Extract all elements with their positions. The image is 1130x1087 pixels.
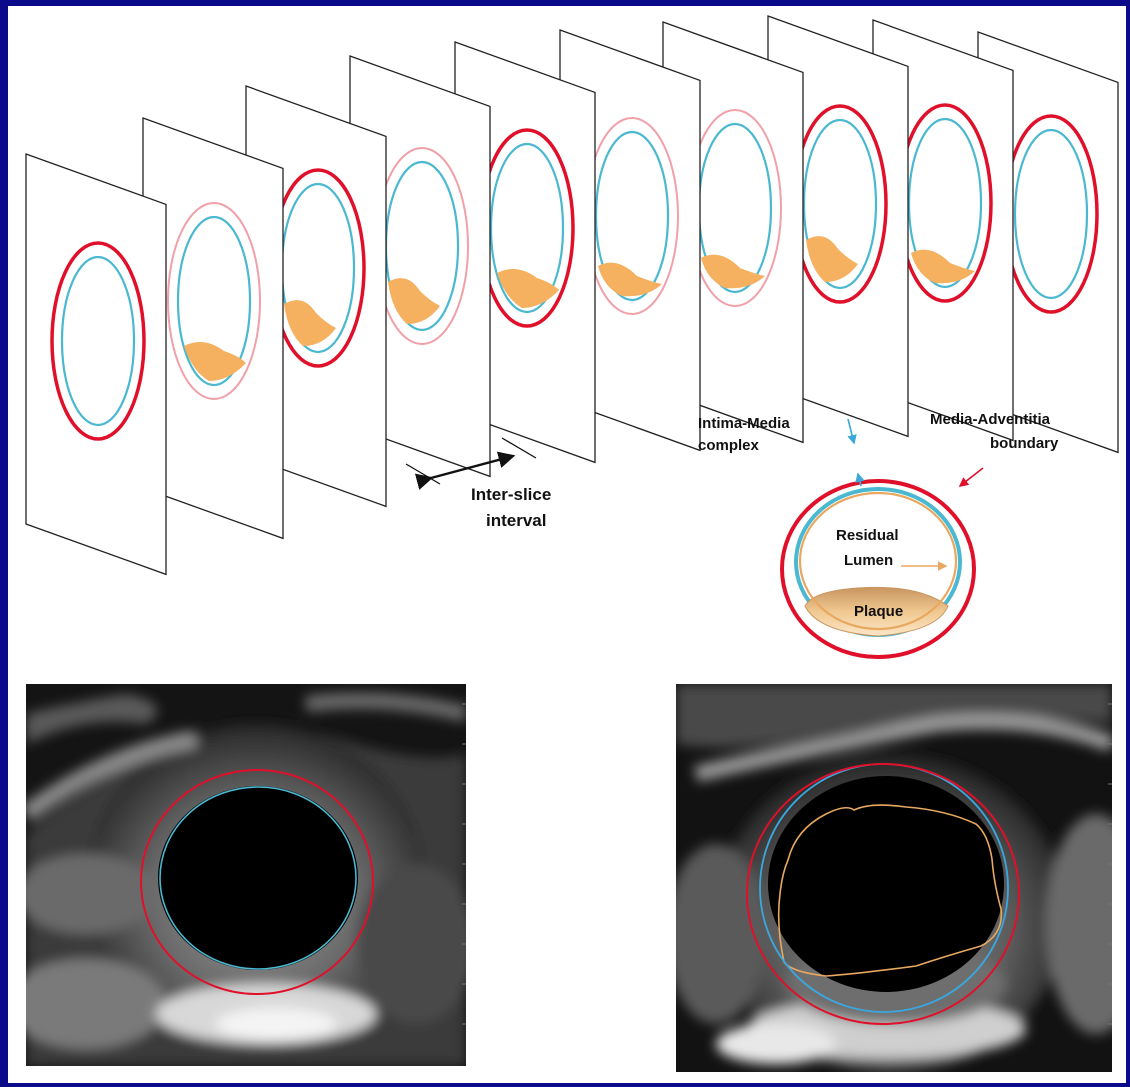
plaque-label: Plaque [854,602,903,622]
ultrasound-image-right [676,684,1112,1072]
intima-media-label-line1: Intima-Media [698,414,790,434]
inter-slice-label-line2: interval [486,510,546,532]
ultrasound-image-left [26,684,466,1066]
slice-plane [26,154,166,574]
figure: Inter-slice interval Intima-Media comple… [8,6,1126,1083]
inter-slice-label-line1: Inter-slice [471,484,551,506]
media-adventitia-label-line1: Media-Adventitia [930,410,1050,430]
residual-lumen-label-line1: Residual [836,526,899,546]
slice-planes [26,16,1118,574]
intima-media-label-line2: complex [698,436,759,456]
intima-top-arrow-icon [848,419,854,443]
residual-lumen-label-line2: Lumen [844,551,893,571]
media-adventitia-label-line2: boundary [990,434,1058,454]
media-adventitia-arrow-icon [960,468,983,486]
